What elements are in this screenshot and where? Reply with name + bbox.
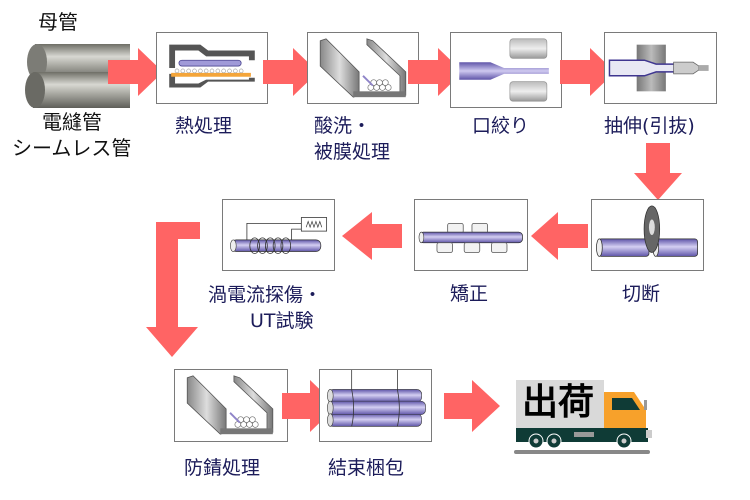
eddy-current-coil-icon bbox=[230, 217, 328, 254]
heat-treatment-box bbox=[156, 32, 268, 104]
pickling-label-1: 酸洗・ bbox=[314, 115, 372, 137]
inspection-box bbox=[222, 199, 335, 271]
straightening-box bbox=[414, 199, 528, 271]
inspection-label-1: 渦電流探傷・ bbox=[208, 284, 323, 306]
swaging-box bbox=[450, 32, 562, 108]
flow-arrow-down bbox=[634, 143, 682, 200]
swaging-die-icon bbox=[459, 38, 549, 102]
seamless-pipe-label: シームレス管 bbox=[12, 136, 132, 160]
truck-icon bbox=[514, 380, 654, 455]
pickling-box bbox=[307, 32, 419, 104]
inspection-label-2: UT試験 bbox=[250, 310, 314, 332]
drawing-label: 抽伸(引抜) bbox=[604, 115, 695, 137]
flow-arrow-left bbox=[342, 212, 402, 260]
bundling-label: 結束梱包 bbox=[328, 457, 405, 479]
drawing-box bbox=[604, 32, 717, 104]
flow-arrow-left bbox=[531, 212, 588, 260]
flow-arrow-right bbox=[108, 48, 163, 96]
straightening-rollers-icon bbox=[418, 222, 523, 253]
drawing-die-icon bbox=[608, 44, 709, 92]
shipping-label: 出荷 bbox=[522, 382, 595, 423]
rust-prevention-label: 防錆処理 bbox=[184, 457, 261, 479]
flow-arrow-right bbox=[408, 48, 463, 96]
rust-prevention-box bbox=[174, 369, 288, 442]
flow-arrow-down bbox=[146, 222, 202, 357]
flow-arrow-right bbox=[560, 48, 615, 96]
tank-icon bbox=[186, 375, 274, 435]
flow-arrow-right bbox=[444, 380, 500, 432]
heat-treatment-label: 熱処理 bbox=[175, 115, 233, 137]
tank-icon bbox=[319, 38, 407, 98]
mother-pipe-label: 母管 bbox=[38, 10, 78, 34]
bundle-icon bbox=[327, 370, 426, 427]
swaging-label: 口絞り bbox=[472, 115, 530, 137]
furnace-icon bbox=[169, 44, 255, 88]
cutting-disc-icon bbox=[596, 205, 698, 257]
straightening-label: 矯正 bbox=[450, 283, 489, 305]
cutting-box bbox=[591, 199, 704, 271]
bundling-box bbox=[319, 369, 432, 442]
cutting-label: 切断 bbox=[622, 283, 661, 305]
erw-pipe-label: 電縫管 bbox=[42, 110, 102, 134]
pickling-label-2: 被膜処理 bbox=[314, 141, 391, 163]
flow-arrow-right bbox=[263, 48, 318, 96]
